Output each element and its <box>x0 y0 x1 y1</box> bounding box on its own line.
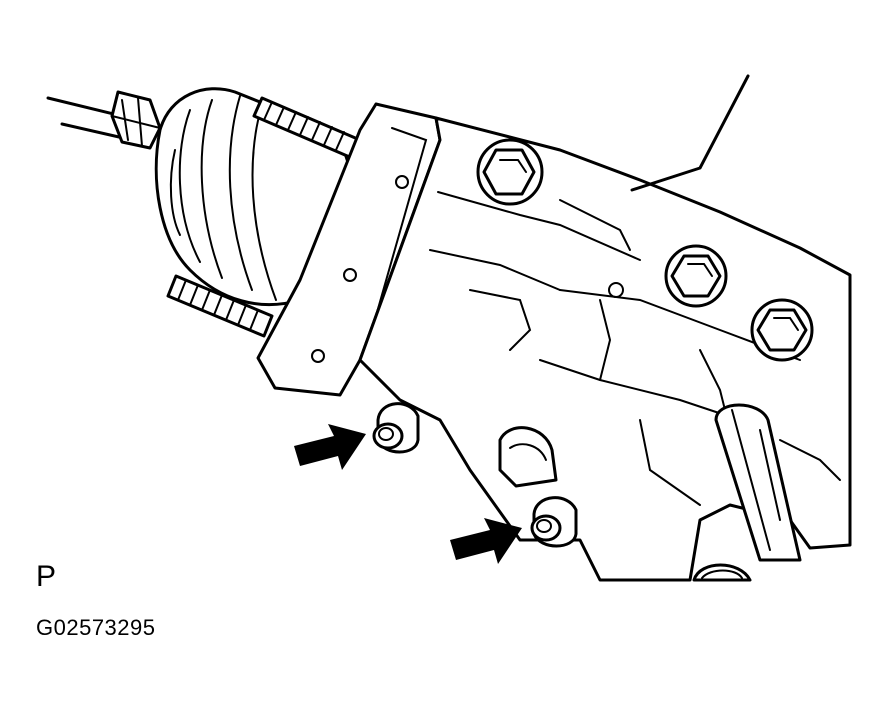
upper-nut <box>372 402 420 454</box>
lower-stud <box>166 274 274 338</box>
arrow-right-icon <box>450 518 522 564</box>
figure-code: G02573295 <box>36 615 156 640</box>
valve-body <box>358 116 852 582</box>
bottom-ring <box>692 563 752 582</box>
corner-mark: P <box>36 560 57 593</box>
pipe <box>714 403 802 562</box>
body-top-outline <box>630 74 750 192</box>
arrow-right-icon <box>294 424 366 470</box>
hex-bolt-3 <box>750 298 814 362</box>
middle-boss <box>498 426 558 488</box>
hex-bolt-1 <box>476 138 544 206</box>
shaft-nut <box>110 90 162 150</box>
lower-nut <box>530 496 578 548</box>
hex-bolt-2 <box>664 244 728 308</box>
